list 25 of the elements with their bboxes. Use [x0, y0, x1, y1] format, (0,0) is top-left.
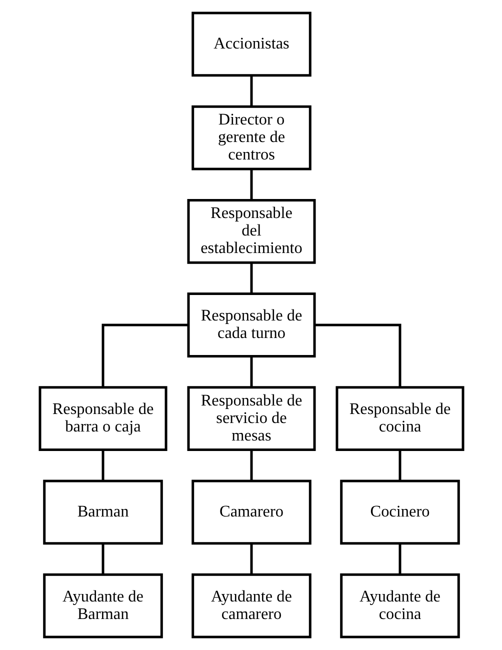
node-box: Cocinero [340, 480, 460, 545]
node-box: Ayudante de Barman [42, 573, 162, 638]
node-box: Responsable de barra o caja [38, 386, 167, 452]
connector [250, 263, 252, 294]
connector [101, 544, 104, 574]
node-box: Responsable de servicio de mesas [186, 386, 316, 452]
connector [398, 544, 401, 574]
node-box: Responsable de cocina [335, 386, 464, 452]
connector [250, 76, 252, 106]
node-box: Ayudante de camarero [191, 573, 311, 638]
connector [398, 450, 401, 481]
connector [250, 544, 252, 574]
connector [101, 450, 104, 481]
node-box: Camarero [191, 480, 311, 545]
node-box: Barman [42, 480, 162, 545]
connector [250, 170, 252, 200]
node-box: Responsable del establecimiento [186, 198, 316, 264]
node-box: Responsable de cada turno [186, 292, 316, 358]
node-box: Accionistas [191, 12, 311, 77]
connector [101, 324, 188, 387]
node-box: Director o gerente de centros [191, 105, 311, 170]
connector [250, 450, 252, 481]
connector [250, 356, 252, 388]
node-box: Ayudante de cocina [340, 573, 460, 638]
connector [314, 324, 401, 387]
